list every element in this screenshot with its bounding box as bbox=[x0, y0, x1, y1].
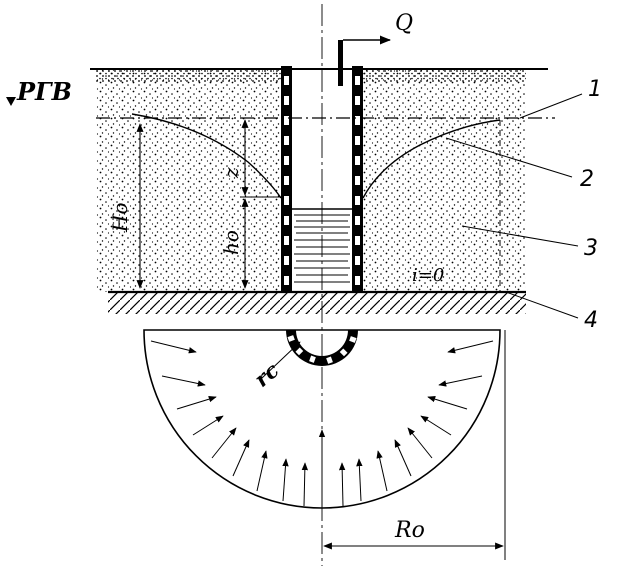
callouts bbox=[445, 93, 583, 319]
z-label: z bbox=[219, 167, 243, 179]
well-casing-right bbox=[352, 66, 363, 292]
R0-label: Rо bbox=[394, 518, 425, 543]
flow-label: Q bbox=[395, 11, 413, 36]
callout-4: 4 bbox=[584, 308, 598, 333]
well-casing-left bbox=[281, 66, 292, 292]
gradient-label: i=0 bbox=[412, 265, 444, 286]
plan-well-slots bbox=[287, 335, 357, 364]
radial-inflow-arrows bbox=[150, 340, 494, 507]
depression-curve-left bbox=[131, 113, 282, 199]
H0-label: Hо bbox=[108, 203, 132, 233]
callout-1: 1 bbox=[588, 77, 602, 102]
discharge-pipe: Q bbox=[338, 11, 413, 86]
water-table-marker bbox=[6, 97, 16, 106]
plan-half-circle bbox=[143, 329, 501, 509]
depression-curve-right bbox=[362, 119, 501, 199]
callout-2: 2 bbox=[580, 167, 594, 192]
water-table-label: РГВ bbox=[16, 77, 72, 106]
plan-well-ring bbox=[286, 330, 358, 366]
h0-label: hо bbox=[219, 230, 243, 255]
callout-3: 3 bbox=[584, 236, 598, 261]
impermeable-base bbox=[108, 292, 526, 314]
rc-pointer bbox=[261, 341, 301, 379]
